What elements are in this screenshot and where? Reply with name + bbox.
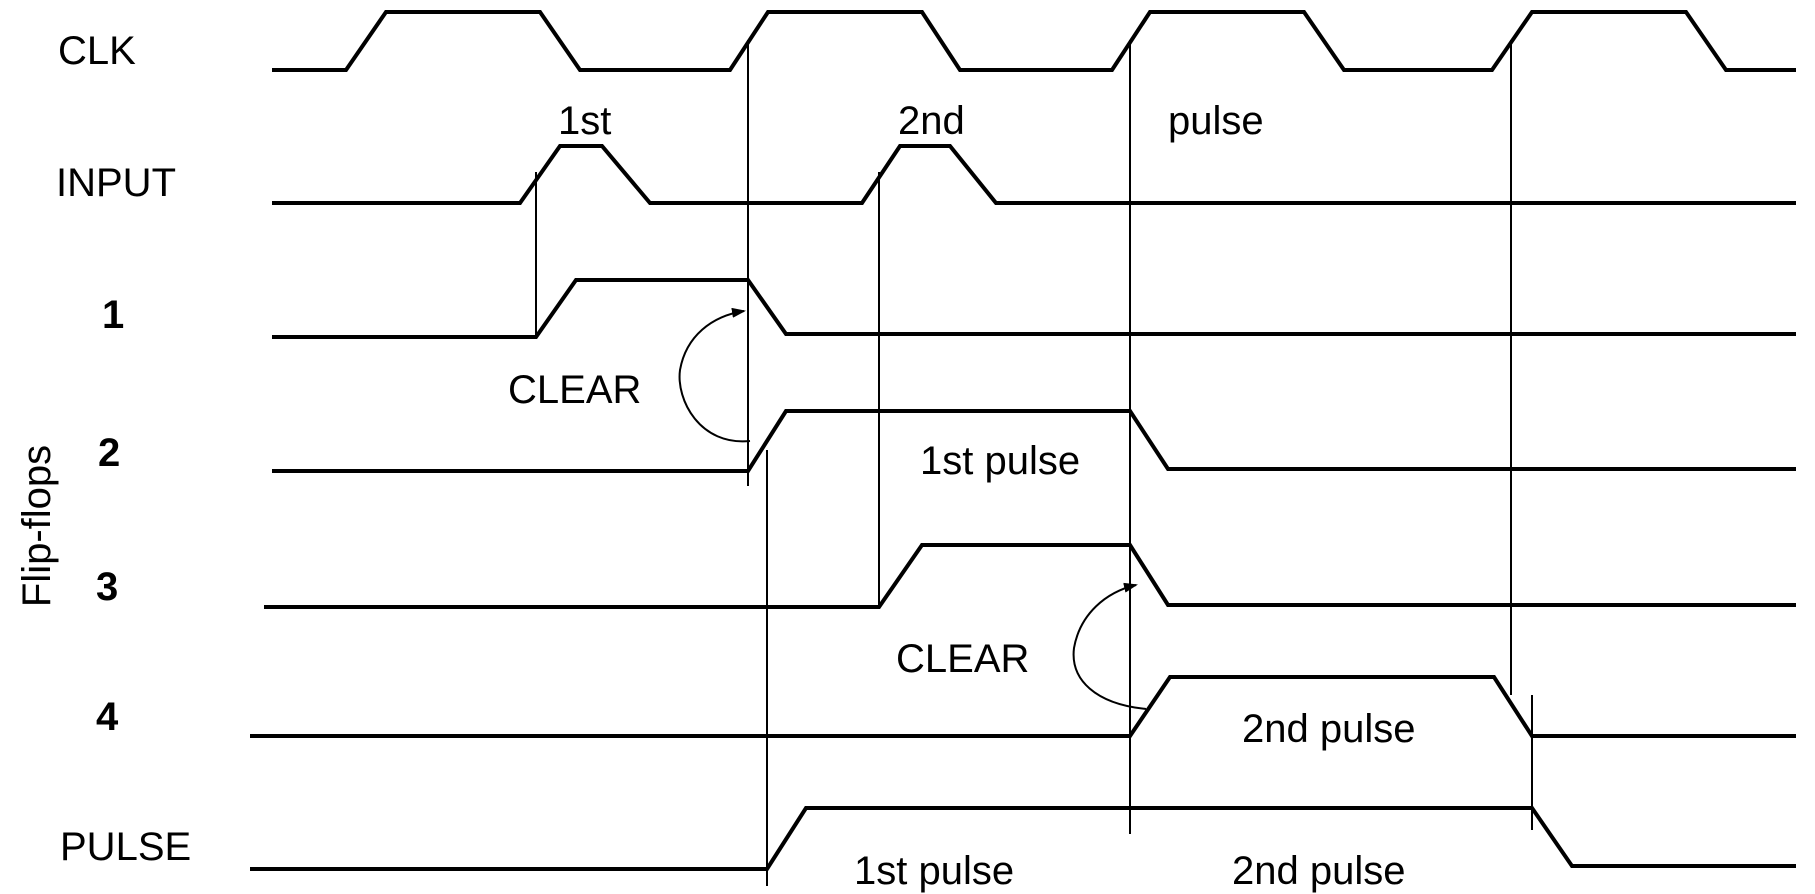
clear-arrow-top xyxy=(678,307,751,443)
ff4-pulse-annotation: 2nd pulse xyxy=(1242,707,1415,751)
ff2-label: 2 xyxy=(98,431,120,475)
ff2-waveform xyxy=(272,409,1796,473)
ff1-waveform xyxy=(272,278,1796,339)
input-label: INPUT xyxy=(56,161,176,205)
clear-arrow-bottom xyxy=(1072,582,1147,710)
output-first-pulse-annotation: 1st pulse xyxy=(854,849,1014,893)
output-second-pulse-annotation: 2nd pulse xyxy=(1232,849,1405,893)
ff4-label: 4 xyxy=(96,695,119,739)
input-pulse-annotation: pulse xyxy=(1168,99,1264,143)
clk-waveform xyxy=(272,10,1796,72)
input-waveform xyxy=(272,144,1796,205)
ff3-label: 3 xyxy=(96,565,118,609)
ff3-waveform xyxy=(264,543,1796,609)
input-first-annotation: 1st xyxy=(558,99,611,143)
clear-label-top: CLEAR xyxy=(508,368,641,412)
input-second-annotation: 2nd xyxy=(898,99,965,143)
clear-label-bottom: CLEAR xyxy=(896,637,1029,681)
pulse-waveform xyxy=(250,806,1796,871)
ff4-waveform xyxy=(250,675,1796,738)
clk-label: CLK xyxy=(58,29,136,73)
pulse-label: PULSE xyxy=(60,825,191,869)
ff2-pulse-annotation: 1st pulse xyxy=(920,439,1080,483)
ff1-label: 1 xyxy=(102,293,124,337)
flip-flops-group-label: Flip-flops xyxy=(15,445,59,607)
